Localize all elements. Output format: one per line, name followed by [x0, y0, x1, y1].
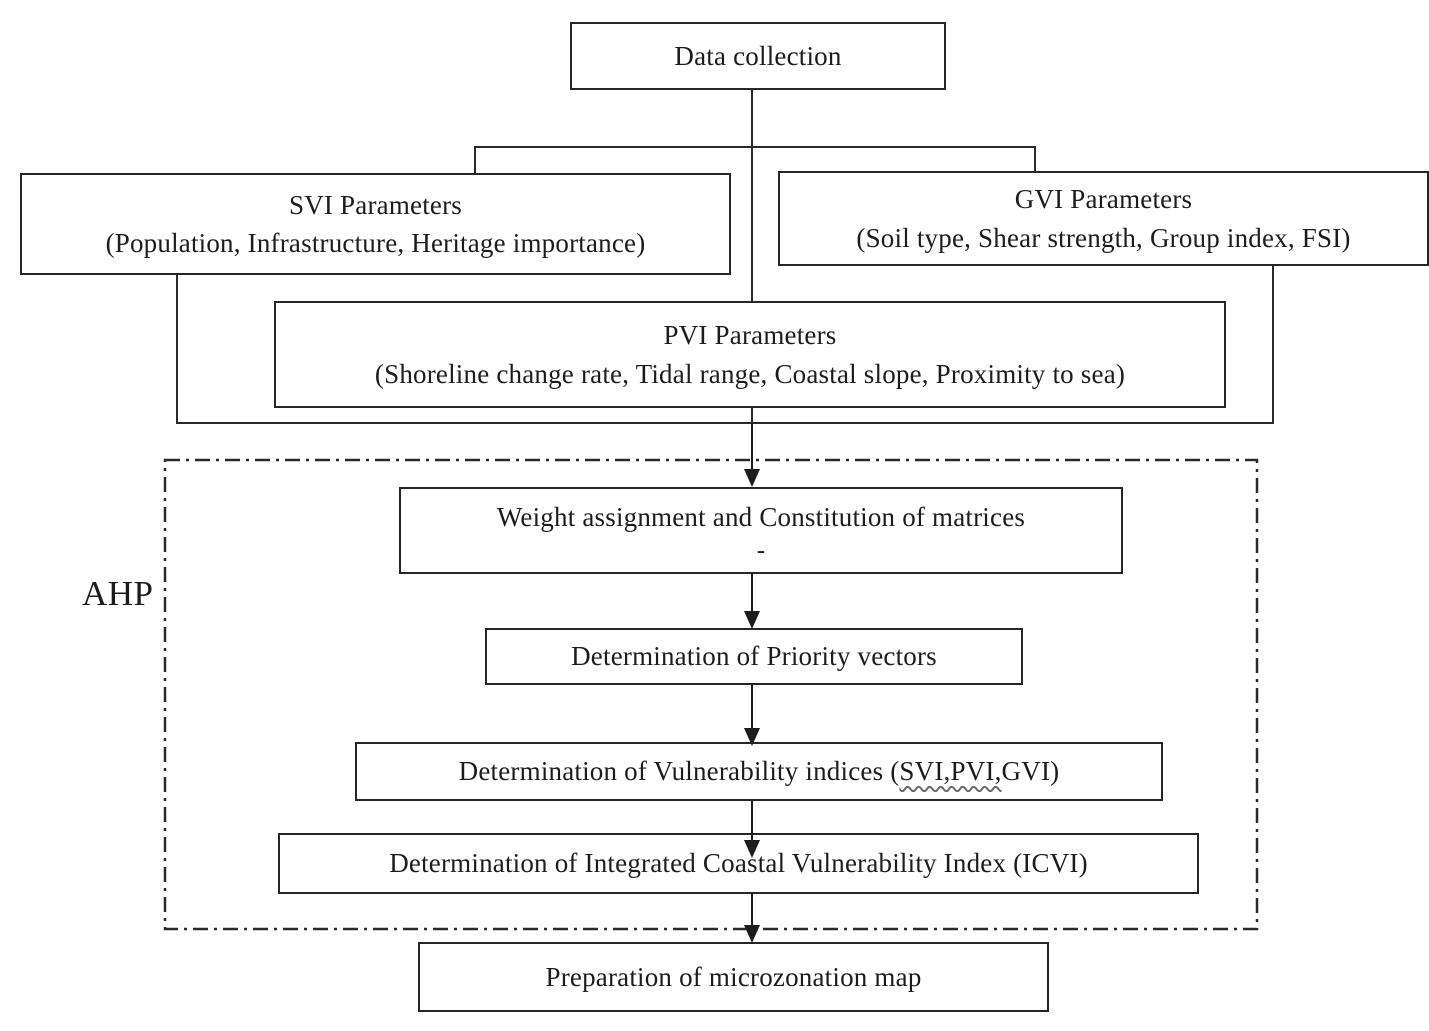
node-label: Preparation of microzonation map [545, 961, 922, 992]
node-label: Determination of Integrated Coastal Vuln… [389, 848, 1088, 879]
node-pvi-parameters: PVI Parameters (Shoreline change rate, T… [274, 301, 1226, 408]
ahp-group-label: AHP [82, 574, 154, 613]
node-detail: (Soil type, Shear strength, Group index,… [856, 222, 1351, 253]
node-weight-assignment: Weight assignment and Constitution of ma… [399, 487, 1123, 574]
node-vulnerability-indices: Determination of Vulnerability indices (… [355, 742, 1163, 801]
node-title: PVI Parameters [663, 320, 837, 351]
node-data-collection: Data collection [570, 22, 946, 90]
label-segment: GVI) [1001, 756, 1060, 787]
node-label: Data collection [674, 40, 842, 71]
label-segment-wavy-underline: SVI,PVI, [899, 756, 1002, 787]
node-microzonation-map: Preparation of microzonation map [418, 942, 1049, 1012]
label-segment: Determination of Vulnerability indices ( [458, 756, 900, 787]
node-gvi-parameters: GVI Parameters (Soil type, Shear strengt… [778, 171, 1429, 266]
node-detail: (Population, Infrastructure, Heritage im… [105, 228, 646, 258]
node-title: GVI Parameters [1014, 184, 1193, 215]
node-label: Determination of Priority vectors [571, 641, 937, 672]
node-detail: (Shoreline change rate, Tidal range, Coa… [374, 358, 1126, 389]
node-title: Weight assignment and Constitution of ma… [496, 501, 1026, 532]
node-svi-parameters: SVI Parameters (Population, Infrastructu… [20, 173, 731, 275]
node-label: Determination of Vulnerability indices (… [459, 752, 1060, 790]
node-detail: - [756, 537, 766, 565]
node-priority-vectors: Determination of Priority vectors [485, 628, 1023, 685]
node-title: SVI Parameters [288, 189, 462, 220]
node-icvi: Determination of Integrated Coastal Vuln… [278, 833, 1199, 894]
